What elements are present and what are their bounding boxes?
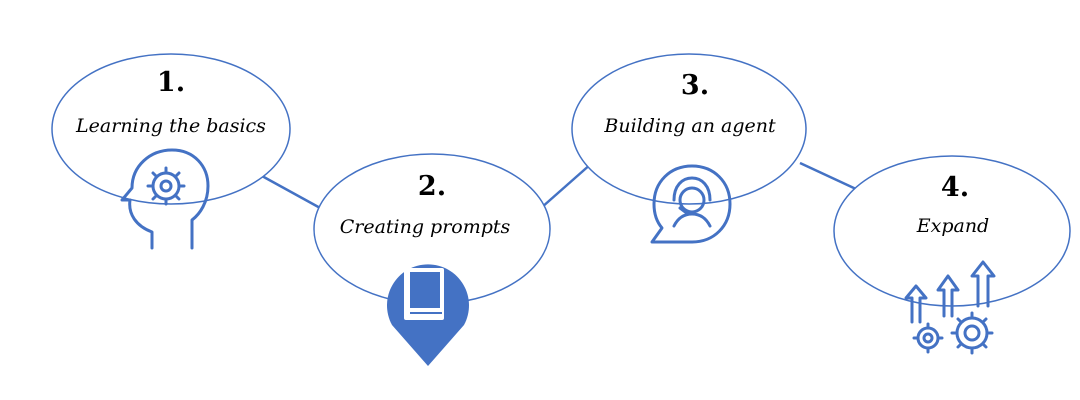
step-3-label: Building an agent: [603, 115, 776, 137]
step-1: 1. Learning the basics: [51, 53, 291, 250]
step-1-ellipse: [51, 53, 291, 205]
growth-gears-icon: [904, 260, 996, 355]
step-2-label: Creating prompts: [340, 216, 511, 238]
step-1-label: Learning the basics: [75, 115, 266, 137]
step-3-number: 3.: [681, 70, 709, 101]
step-1-number: 1.: [157, 67, 185, 98]
connector-3-4: [799, 161, 857, 191]
step-4: 4. Expand: [833, 155, 1071, 355]
step-2: 2. Creating prompts: [313, 153, 551, 366]
support-agent-icon: [650, 164, 732, 244]
connector-1-2: [261, 174, 323, 211]
step-4-number: 4.: [941, 172, 969, 203]
step-3-ellipse: [571, 53, 807, 205]
book-pin-icon: [386, 264, 469, 366]
step-4-label: Expand: [916, 215, 989, 237]
head-gear-icon: [120, 148, 210, 250]
connector-2-3: [540, 162, 593, 209]
step-2-number: 2.: [418, 171, 446, 202]
step-3: 3. Building an agent: [571, 53, 807, 244]
